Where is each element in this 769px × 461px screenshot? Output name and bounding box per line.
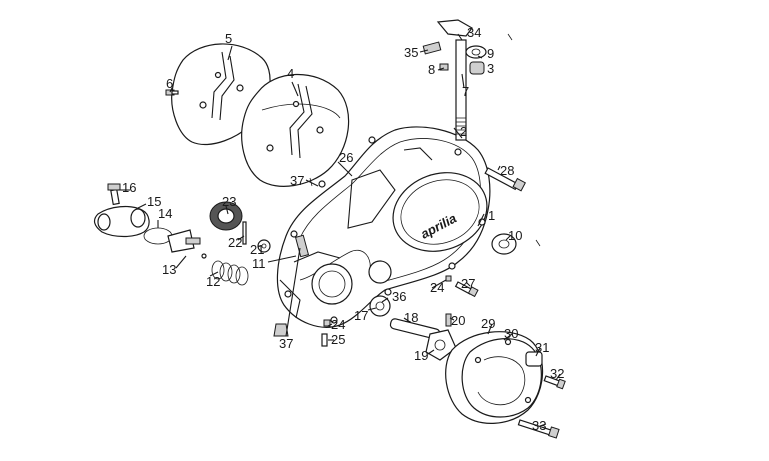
callout-35: 35 <box>404 45 418 60</box>
callout-37a: 37 <box>290 173 304 188</box>
callout-7: 7 <box>462 84 469 99</box>
callout-28: 28 <box>500 163 514 178</box>
callout-10: 10 <box>508 228 522 243</box>
small-screws <box>321 319 331 347</box>
impeller-seal <box>369 295 391 317</box>
callout-labels: 1 2 3 4 5 6 7 8 9 10 11 12 13 14 15 16 1… <box>122 25 564 433</box>
callout-13: 13 <box>162 262 176 277</box>
callout-22: 22 <box>228 235 242 250</box>
dowel-mark <box>535 239 541 247</box>
pump-shaft <box>167 229 207 259</box>
shaft-seal <box>491 233 517 255</box>
leader-lines <box>118 33 561 427</box>
callout-18: 18 <box>404 310 418 325</box>
callout-9: 9 <box>487 46 494 61</box>
impeller-pin <box>445 313 452 327</box>
needle-bearings <box>211 260 249 286</box>
clutch-cover: aprilia <box>273 126 491 337</box>
callout-31: 31 <box>535 340 549 355</box>
pump-bolt-short <box>543 375 566 390</box>
callout-29: 29 <box>481 316 495 331</box>
callout-33: 33 <box>532 418 546 433</box>
callout-2: 2 <box>460 124 467 139</box>
callout-17: 17 <box>354 308 368 323</box>
callout-37b: 37 <box>279 336 293 351</box>
callout-23: 23 <box>222 194 236 209</box>
callout-15: 15 <box>147 194 161 209</box>
pump-cover <box>461 338 543 418</box>
callout-12: 12 <box>206 274 220 289</box>
callout-16: 16 <box>122 180 136 195</box>
callout-27: 27 <box>461 276 475 291</box>
impeller <box>425 329 457 361</box>
callout-21: 21 <box>250 242 264 257</box>
callout-36: 36 <box>392 289 406 304</box>
callout-6: 6 <box>166 76 173 91</box>
callout-8: 8 <box>428 62 435 77</box>
callout-14: 14 <box>158 206 172 221</box>
disc-screw <box>165 89 179 96</box>
pump-bolt-long <box>517 419 560 439</box>
callout-34: 34 <box>467 25 481 40</box>
callout-3: 3 <box>487 61 494 76</box>
gear-pin <box>242 221 247 245</box>
cover-bolt-short <box>445 275 479 298</box>
callout-30: 30 <box>504 326 518 341</box>
callout-25: 25 <box>331 332 345 347</box>
callout-26: 26 <box>339 150 353 165</box>
callout-24a: 24 <box>430 280 444 295</box>
water-pump-outlet <box>93 183 150 238</box>
callout-4: 4 <box>287 66 294 81</box>
drive-gear <box>209 201 243 231</box>
callout-20: 20 <box>451 313 465 328</box>
callout-24b: 24 <box>331 317 345 332</box>
callout-32: 32 <box>550 366 564 381</box>
callout-5: 5 <box>225 31 232 46</box>
callout-19: 19 <box>414 348 428 363</box>
kick-shaft-assembly <box>422 19 513 141</box>
cover-bolt-long <box>484 167 526 192</box>
callout-1: 1 <box>488 208 495 223</box>
inner-disc-cover <box>241 73 350 187</box>
callout-11: 11 <box>252 256 266 271</box>
